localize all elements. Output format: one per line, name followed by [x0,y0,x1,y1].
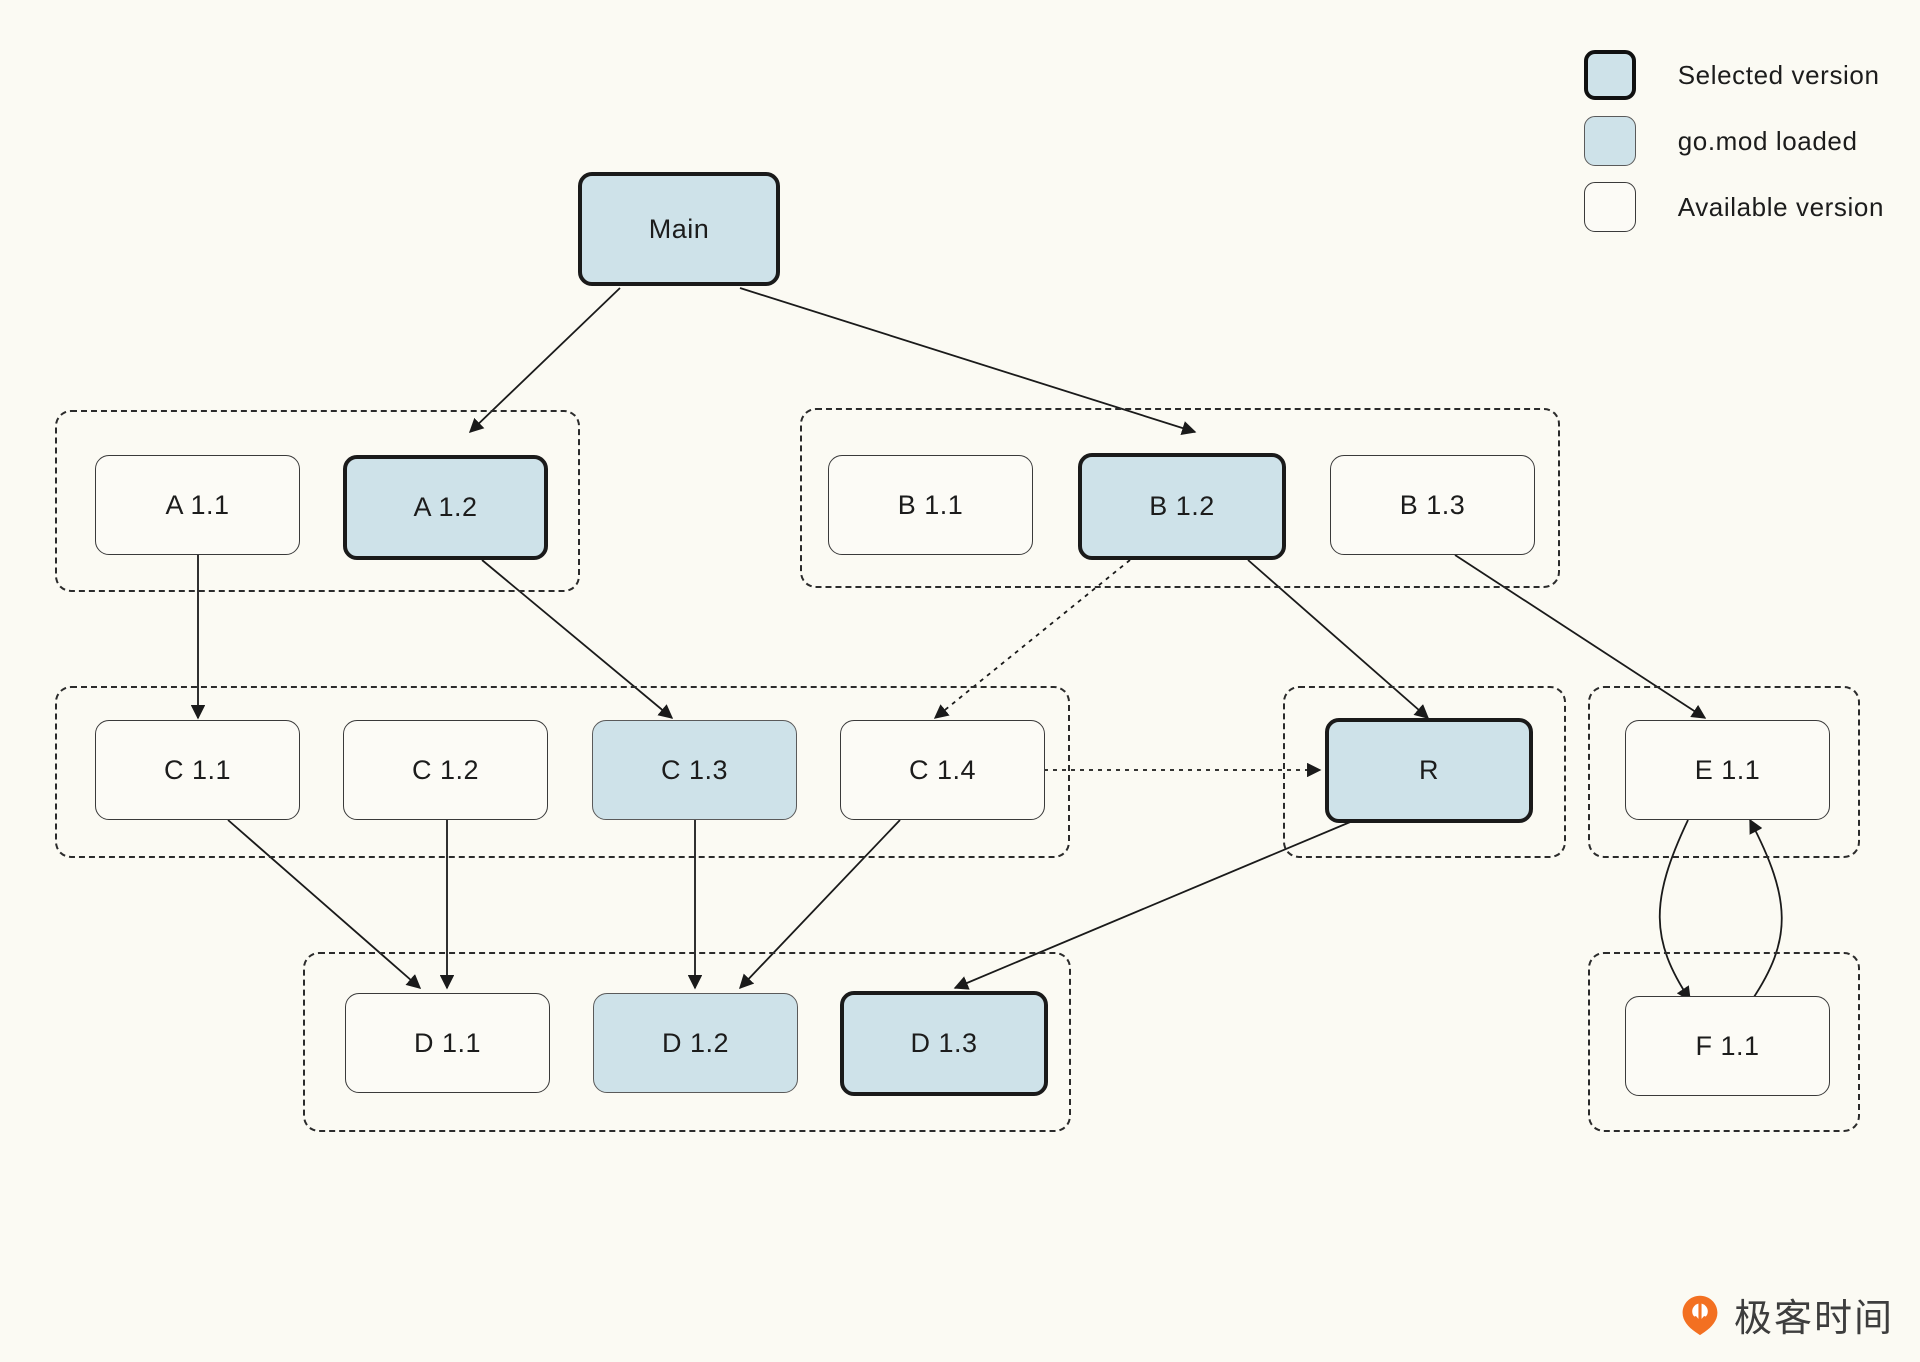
node-d13[interactable]: D 1.3 [840,991,1048,1096]
node-b11[interactable]: B 1.1 [828,455,1033,555]
node-a11[interactable]: A 1.1 [95,455,300,555]
legend-item-selected: Selected version [1583,42,1884,108]
node-c13[interactable]: C 1.3 [592,720,797,820]
legend-label-loaded: go.mod loaded [1677,125,1858,156]
node-c14[interactable]: C 1.4 [840,720,1045,820]
legend-item-loaded: go.mod loaded [1583,108,1884,174]
legend-label-selected: Selected version [1677,59,1880,90]
legend: Selected version go.mod loaded Available… [1583,42,1884,240]
legend-swatch-loaded-icon [1583,116,1636,166]
node-c12[interactable]: C 1.2 [343,720,548,820]
node-d11[interactable]: D 1.1 [345,993,550,1093]
node-c11[interactable]: C 1.1 [95,720,300,820]
legend-swatch-available-icon [1583,182,1636,232]
node-main[interactable]: Main [578,172,780,286]
watermark: 极客时间 [1678,1287,1894,1342]
group-d [303,952,1071,1132]
node-e11[interactable]: E 1.1 [1625,720,1830,820]
node-f11[interactable]: F 1.1 [1625,996,1830,1096]
group-r [1283,686,1566,858]
node-b12[interactable]: B 1.2 [1078,453,1286,560]
node-a12[interactable]: A 1.2 [343,455,548,560]
legend-label-available: Available version [1677,191,1884,222]
group-e [1588,686,1860,858]
group-a [55,410,580,592]
watermark-text: 极客时间 [1733,1296,1894,1340]
geekbang-pin-icon [1682,1295,1718,1335]
node-d12[interactable]: D 1.2 [593,993,798,1093]
legend-item-available: Available version [1583,174,1884,240]
node-r[interactable]: R [1325,718,1533,823]
group-c [55,686,1070,858]
group-b [800,408,1560,588]
legend-swatch-selected-icon [1583,50,1636,100]
group-f [1588,952,1860,1132]
node-b13[interactable]: B 1.3 [1330,455,1535,555]
